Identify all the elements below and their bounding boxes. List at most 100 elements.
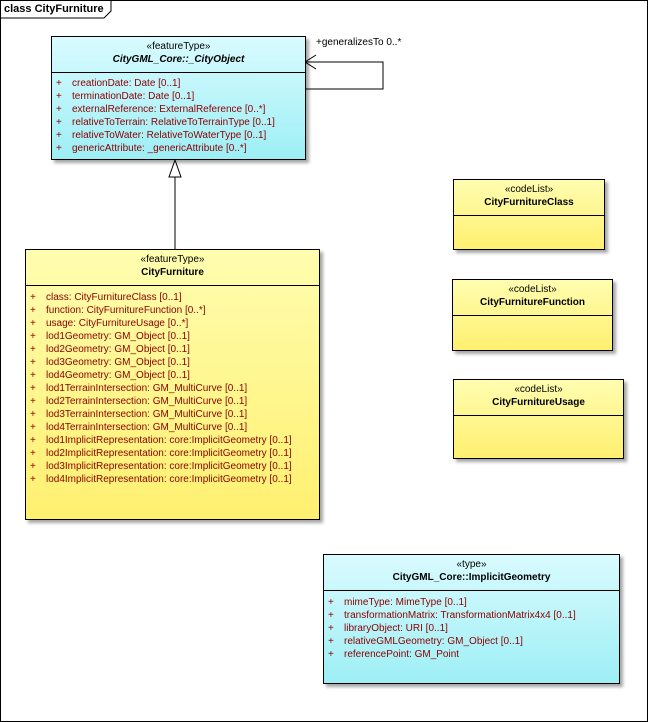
attribute-row[interactable]: + lod4Geometry: GM_Object [0..1] bbox=[26, 369, 319, 382]
attribute-row[interactable]: +externalReference: ExternalReference [0… bbox=[52, 103, 305, 116]
attribute-list: + class: CityFurnitureClass [0..1] + functi… bbox=[26, 291, 319, 486]
attribute-visibility: + bbox=[30, 305, 36, 316]
class-separator bbox=[324, 590, 619, 591]
attribute-visibility: + bbox=[30, 435, 36, 446]
class-stereotype: «codeList» bbox=[508, 284, 557, 295]
attribute-text: lod4Geometry: GM_Object [0..1] bbox=[46, 370, 190, 381]
attribute-text: function: CityFurnitureFunction [0..*] bbox=[46, 305, 206, 316]
attribute-visibility: + bbox=[56, 117, 62, 128]
attribute-row[interactable]: + relativeToTerrain: RelativeToTerrainTyp… bbox=[52, 116, 305, 129]
attribute-row[interactable]: + lod3Geometry: GM_Object [0..1] bbox=[26, 356, 319, 369]
class-name: CityFurnitureFunction bbox=[480, 297, 585, 308]
attribute-row[interactable]: + lod1TerrainIntersection: GM_MultiCurve … bbox=[26, 382, 319, 395]
attribute-row[interactable]: + terminationDate: Date [0..1] bbox=[52, 90, 305, 103]
attribute-list: +mimeType: MimeType [0..1]+transformatio… bbox=[324, 596, 619, 661]
attribute-row[interactable]: +genericAttribute: _genericAttribute [0.… bbox=[52, 142, 305, 155]
attribute-row[interactable]: + lod3TerrainIntersection: GM_MultiCurve … bbox=[26, 408, 319, 421]
attribute-row[interactable]: + referencePoint: GM_Point bbox=[324, 648, 619, 661]
class-separator bbox=[453, 315, 612, 316]
attribute-row[interactable]: + creationDate: Date [0..1] bbox=[52, 77, 305, 90]
attribute-text: class: CityFurnitureClass [0..1] bbox=[46, 292, 182, 303]
attribute-visibility: + bbox=[56, 78, 62, 89]
attribute-text: lod1TerrainIntersection: GM_MultiCurve [… bbox=[46, 383, 248, 394]
attribute-visibility: + bbox=[30, 292, 36, 303]
attribute-visibility: + bbox=[56, 143, 62, 154]
class-city-furniture[interactable]: «featureType» CityFurniture + class: City… bbox=[25, 249, 320, 520]
class-separator bbox=[454, 215, 604, 216]
attribute-text: referencePoint: GM_Point bbox=[344, 649, 460, 660]
attribute-row[interactable]: +libraryObject: URI [0..1] bbox=[324, 622, 619, 635]
attribute-text: relativeGMLGeometry: GM_Object [0..1] bbox=[344, 636, 523, 647]
class-stereotype: «featureType» bbox=[140, 254, 205, 265]
attribute-row[interactable]: +lod2TerrainIntersection: GM_MultiCurve … bbox=[26, 395, 319, 408]
class-city-furniture-usage[interactable]: «codeList» CityFurnitureUsage bbox=[453, 379, 624, 459]
class-name: CityGML_Core::ImplicitGeometry bbox=[392, 572, 551, 583]
class-name: CityFurnitureUsage bbox=[492, 397, 585, 408]
self-association-line bbox=[305, 61, 384, 90]
attribute-text: lod1ImplicitRepresentation: core:Implici… bbox=[46, 435, 292, 446]
class-name: CityGML_Core::_CityObject bbox=[112, 54, 245, 65]
attribute-text: lod3TerrainIntersection: GM_MultiCurve [… bbox=[46, 409, 248, 420]
attribute-text: lod3Geometry: GM_Object [0..1] bbox=[46, 357, 190, 368]
attribute-visibility: + bbox=[328, 636, 334, 647]
attribute-list: + creationDate: Date [0..1] + terminationDa… bbox=[52, 77, 305, 155]
attribute-text: relativeToTerrain: RelativeToTerrainType… bbox=[72, 117, 275, 128]
attribute-row[interactable]: +mimeType: MimeType [0..1] bbox=[324, 596, 619, 609]
attribute-text: creationDate: Date [0..1] bbox=[72, 78, 181, 89]
attribute-row[interactable]: + lod1ImplicitRepresentation: core:Implic… bbox=[26, 434, 319, 447]
class-stereotype: «featureType» bbox=[146, 41, 211, 52]
attribute-row[interactable]: + lod2ImplicitRepresentation: core:Implic… bbox=[26, 447, 319, 460]
class-implicit-geometry[interactable]: «type» CityGML_Core::ImplicitGeometry +m… bbox=[323, 554, 620, 684]
attribute-text: externalReference: ExternalReference [0.… bbox=[72, 104, 266, 115]
class-city-furniture-function[interactable]: «codeList» CityFurnitureFunction bbox=[452, 279, 613, 351]
attribute-visibility: + bbox=[328, 649, 334, 660]
attribute-visibility: + bbox=[56, 91, 62, 102]
attribute-row[interactable]: + transformationMatrix: TransformationMat… bbox=[324, 609, 619, 622]
attribute-text: relativeToWater: RelativeToWaterType [0.… bbox=[72, 130, 267, 141]
attribute-text: lod2ImplicitRepresentation: core:Implici… bbox=[46, 448, 292, 459]
attribute-visibility: + bbox=[30, 409, 36, 420]
attribute-visibility: + bbox=[328, 623, 334, 634]
attribute-text: transformationMatrix: TransformationMatr… bbox=[344, 610, 576, 621]
attribute-row[interactable]: +lod3ImplicitRepresentation: core:Implic… bbox=[26, 460, 319, 473]
class-separator bbox=[26, 285, 319, 286]
attribute-text: terminationDate: Date [0..1] bbox=[72, 91, 195, 102]
attribute-text: usage: CityFurnitureUsage [0..*] bbox=[46, 318, 189, 329]
class-separator bbox=[52, 72, 305, 73]
class-stereotype: «type» bbox=[456, 559, 487, 570]
class-name: CityFurnitureClass bbox=[484, 197, 574, 208]
attribute-row[interactable]: +lod4TerrainIntersection: GM_MultiCurve … bbox=[26, 421, 319, 434]
attribute-visibility: + bbox=[56, 130, 62, 141]
attribute-visibility: + bbox=[30, 422, 36, 433]
attribute-visibility: + bbox=[30, 448, 36, 459]
attribute-visibility: + bbox=[30, 318, 36, 329]
attribute-visibility: + bbox=[30, 331, 36, 342]
class-city-furniture-class[interactable]: «codeList» CityFurnitureClass bbox=[453, 179, 605, 250]
attribute-visibility: + bbox=[328, 610, 334, 621]
attribute-text: lod2Geometry: GM_Object [0..1] bbox=[46, 344, 190, 355]
frame-title: class CityFurniture bbox=[4, 3, 104, 15]
attribute-row[interactable]: + lod4ImplicitRepresentation: core:Implic… bbox=[26, 473, 319, 486]
class-separator bbox=[454, 415, 623, 416]
attribute-row[interactable]: + class: CityFurnitureClass [0..1] bbox=[26, 291, 319, 304]
attribute-row[interactable]: + lod2Geometry: GM_Object [0..1] bbox=[26, 343, 319, 356]
attribute-row[interactable]: + usage: CityFurnitureUsage [0..*] bbox=[26, 317, 319, 330]
attribute-row[interactable]: + lod1Geometry: GM_Object [0..1] bbox=[26, 330, 319, 343]
attribute-text: lod2TerrainIntersection: GM_MultiCurve [… bbox=[46, 396, 248, 407]
attribute-visibility: + bbox=[328, 597, 334, 608]
attribute-visibility: + bbox=[30, 370, 36, 381]
attribute-visibility: + bbox=[30, 344, 36, 355]
attribute-visibility: + bbox=[30, 383, 36, 394]
class-stereotype: «codeList» bbox=[514, 384, 563, 395]
attribute-text: lod4ImplicitRepresentation: core:Implici… bbox=[46, 474, 292, 485]
association-label: +generalizesTo 0..* bbox=[316, 37, 402, 48]
attribute-visibility: + bbox=[30, 474, 36, 485]
attribute-visibility: + bbox=[30, 357, 36, 368]
attribute-row[interactable]: + relativeToWater: RelativeToWaterType [0… bbox=[52, 129, 305, 142]
attribute-row[interactable]: + function: CityFurnitureFunction [0..*] bbox=[26, 304, 319, 317]
attribute-row[interactable]: + relativeGMLGeometry: GM_Object [0..1] bbox=[324, 635, 619, 648]
class-city-object[interactable]: «featureType» CityGML_Core::_CityObject … bbox=[51, 36, 306, 160]
class-name: CityFurniture bbox=[141, 267, 204, 278]
attribute-visibility: + bbox=[30, 461, 36, 472]
attribute-text: lod1Geometry: GM_Object [0..1] bbox=[46, 331, 190, 342]
